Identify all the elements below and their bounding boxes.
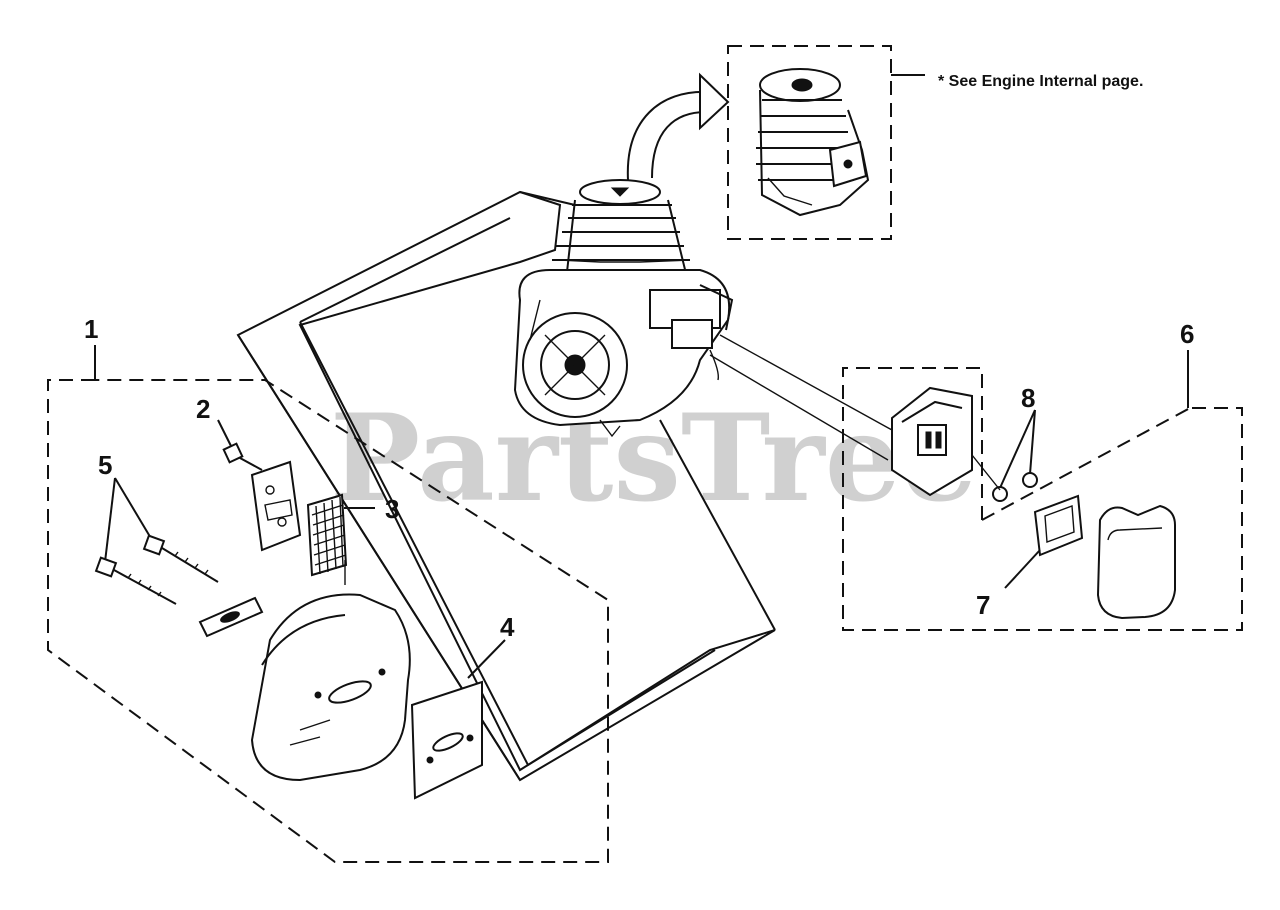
muffler-body: [250, 593, 411, 782]
screw-part-2: [217, 419, 263, 471]
engine-assembly: [513, 179, 734, 438]
engine-internal-inset: [626, 45, 925, 240]
callout-2: 2: [196, 394, 210, 424]
spark-arrestor-screen-part-3: [306, 493, 375, 585]
muffler-bracket: [250, 460, 302, 552]
nuts-part-8: [971, 409, 1038, 502]
muffler-gasket-part-4: [410, 639, 506, 800]
air-filter-group-boundary: [842, 350, 1243, 631]
air-filter-cover: [1096, 504, 1176, 620]
callout-1: 1: [84, 314, 98, 344]
callout-5: 5: [98, 450, 112, 480]
callout-3: 3: [385, 494, 399, 524]
engine-internal-note: * See Engine Internal page.: [938, 73, 1143, 90]
callout-8: 8: [1021, 383, 1035, 413]
muffler-spacer-plate: [198, 596, 264, 638]
air-filter-base: [709, 334, 973, 497]
engine-outline-frame: [236, 190, 776, 782]
bolts-part-5: [94, 477, 219, 605]
callout-6: 6: [1180, 319, 1194, 349]
callout-7: 7: [976, 590, 990, 620]
air-filter-element-part-7: [1004, 494, 1084, 589]
muffler-group-boundary: [47, 345, 609, 863]
callout-4: 4: [500, 612, 515, 642]
